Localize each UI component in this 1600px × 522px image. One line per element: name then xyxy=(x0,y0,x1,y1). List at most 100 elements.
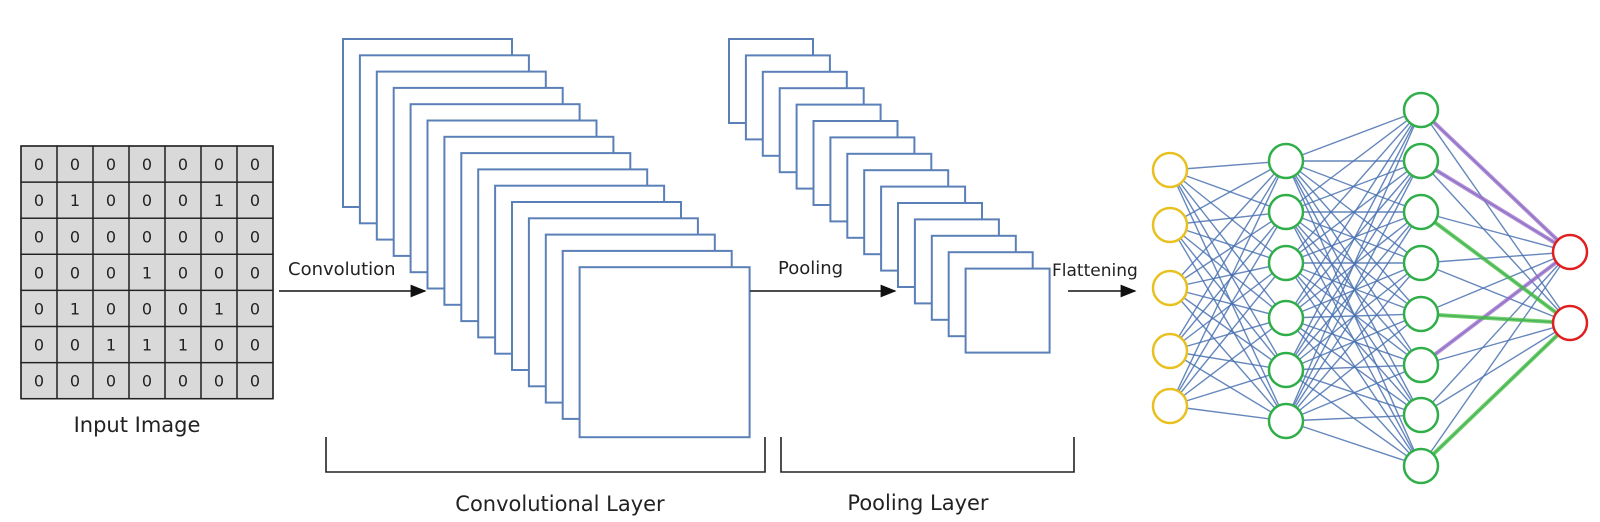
network-edge xyxy=(1285,109,1422,213)
flattening-label: Flattening xyxy=(1052,261,1138,281)
convolutional-layer-bracket xyxy=(325,437,766,473)
input-node xyxy=(1151,269,1189,307)
input-grid-value: 0 xyxy=(178,227,188,246)
network-edge xyxy=(1420,322,1571,366)
network-edge xyxy=(1169,350,1287,422)
network-edge xyxy=(1285,160,1422,422)
network-edge xyxy=(1169,350,1287,371)
network-edge xyxy=(1169,211,1287,226)
network-edge xyxy=(1169,262,1287,407)
input-grid-value: 0 xyxy=(70,372,80,391)
network-edge xyxy=(1420,160,1571,324)
network-edge xyxy=(1420,251,1571,315)
hidden-node-layer1 xyxy=(1267,244,1305,282)
network-edge xyxy=(1169,262,1287,289)
input-grid-value: 0 xyxy=(70,336,80,355)
input-grid-value: 0 xyxy=(214,372,224,391)
network-edge xyxy=(1420,251,1571,264)
input-grid-value: 0 xyxy=(178,372,188,391)
network-edges xyxy=(1169,109,1571,467)
pooling-feature-maps xyxy=(728,38,1051,354)
network-edge xyxy=(1169,224,1287,319)
input-grid-value: 0 xyxy=(142,155,152,174)
input-grid-value: 0 xyxy=(250,227,260,246)
input-grid-value: 0 xyxy=(70,155,80,174)
hidden-node-layer2 xyxy=(1402,447,1440,485)
input-grid-value: 0 xyxy=(34,336,44,355)
network-edge xyxy=(1169,287,1287,371)
network-edge xyxy=(1169,317,1287,407)
network-edge xyxy=(1285,313,1422,422)
input-grid-value: 1 xyxy=(178,336,188,355)
input-grid-value: 0 xyxy=(214,336,224,355)
network-edge xyxy=(1285,109,1422,162)
input-grid-value: 0 xyxy=(214,227,224,246)
input-grid-background xyxy=(20,145,274,400)
input-grid-value: 0 xyxy=(250,155,260,174)
input-grid-value: 0 xyxy=(142,372,152,391)
hidden-node-layer2 xyxy=(1402,346,1440,384)
pooling-label: Pooling xyxy=(778,258,843,279)
input-grid-value: 0 xyxy=(214,263,224,282)
input-grid-value: 0 xyxy=(106,191,116,210)
network-edge xyxy=(1420,211,1571,253)
input-grid-value: 0 xyxy=(106,299,116,318)
highlight-edge xyxy=(1419,108,1572,254)
input-grid-value: 0 xyxy=(106,372,116,391)
hidden-node-layer2 xyxy=(1402,142,1440,180)
network-edge xyxy=(1169,169,1287,371)
highlight-edge xyxy=(1419,321,1572,468)
highlight-edge xyxy=(1420,312,1571,325)
input-grid-value: 0 xyxy=(214,155,224,174)
network-edge xyxy=(1285,262,1422,416)
input-grid-value: 1 xyxy=(70,299,80,318)
input-grid-value: 0 xyxy=(70,227,80,246)
network-edge xyxy=(1285,211,1422,422)
network-edge xyxy=(1169,262,1287,352)
network-edge xyxy=(1169,169,1287,422)
network-edge xyxy=(1285,262,1422,366)
input-grid-value: 1 xyxy=(142,263,152,282)
input-grid-value: 0 xyxy=(106,155,116,174)
hidden-node-layer1 xyxy=(1267,193,1305,231)
input-grid-value: 0 xyxy=(178,191,188,210)
input-grid-value: 0 xyxy=(142,299,152,318)
hidden-node-layer1 xyxy=(1267,299,1305,337)
input-grid-value: 0 xyxy=(178,155,188,174)
convolution-label: Convolution xyxy=(288,259,396,280)
input-grid-value: 0 xyxy=(250,372,260,391)
input-grid-value: 0 xyxy=(34,299,44,318)
input-grid-value: 0 xyxy=(250,191,260,210)
hidden-node-layer2 xyxy=(1402,295,1440,333)
input-grid-value: 0 xyxy=(34,372,44,391)
network-edge xyxy=(1285,211,1422,264)
input-grid-value: 1 xyxy=(106,336,116,355)
network-edge xyxy=(1285,364,1422,422)
input-grid-value: 1 xyxy=(214,191,224,210)
hidden-node-layer2 xyxy=(1402,91,1440,129)
input-image-label: Input Image xyxy=(74,413,201,437)
input-grid-value: 0 xyxy=(34,263,44,282)
network-edge xyxy=(1420,251,1571,467)
network-edge xyxy=(1169,169,1287,213)
network-edge xyxy=(1420,109,1571,324)
network-edge xyxy=(1169,224,1287,264)
network-edge xyxy=(1285,109,1422,422)
network-edge xyxy=(1169,405,1287,422)
network-edge xyxy=(1169,369,1287,407)
network-highlight-edges xyxy=(1419,108,1572,468)
network-edge xyxy=(1169,160,1287,226)
input-grid-value: 0 xyxy=(250,336,260,355)
input-grid-value: 1 xyxy=(142,336,152,355)
network-edge xyxy=(1285,109,1422,371)
network-edge xyxy=(1285,262,1422,422)
input-node xyxy=(1151,387,1189,425)
input-grid-value: 0 xyxy=(250,263,260,282)
input-grid-value: 0 xyxy=(178,263,188,282)
input-grid-value: 0 xyxy=(106,263,116,282)
hidden-node-layer2 xyxy=(1402,396,1440,434)
hidden-node-layer1 xyxy=(1267,402,1305,440)
input-grid-value: 1 xyxy=(70,191,80,210)
network-edge xyxy=(1169,287,1287,422)
